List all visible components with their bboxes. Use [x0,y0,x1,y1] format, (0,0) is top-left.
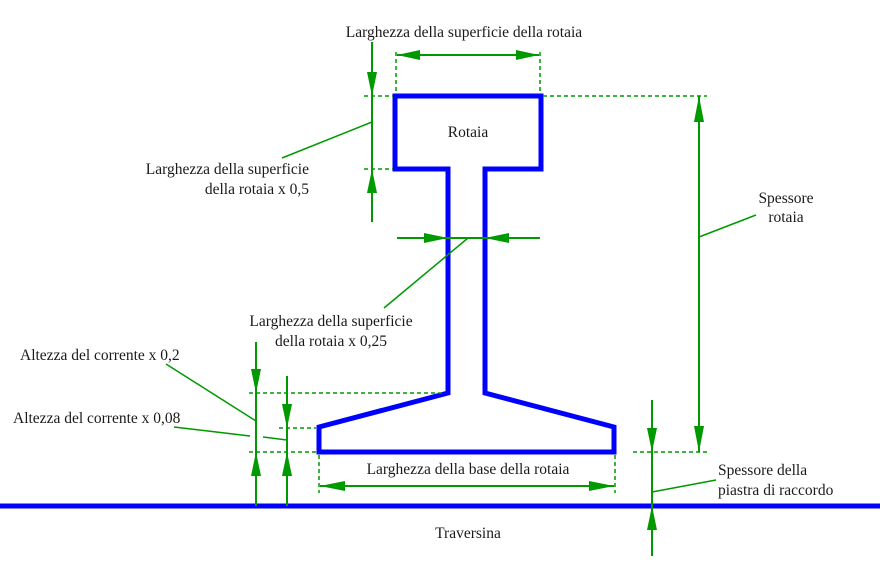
label-rail-height-line2: rotaia [768,209,803,226]
base-width-dimension [318,455,616,493]
head-width-dimension [395,50,541,94]
label-rail-height-line1: Spessore [758,190,813,207]
label-sleeper: Traversina [435,525,501,542]
label-base-width: Larghezza della base della rotaia [367,461,570,478]
pad-thickness-dimension [647,400,717,556]
label-head-height-line1: Larghezza della superficie [146,161,309,178]
rail-height-dimension [543,95,757,453]
label-foot-height-008: Altezza del corrente x 0,08 [13,410,181,427]
label-web-width-line2: della rotaia x 0,25 [275,333,387,350]
label-pad-line2: piastra di raccordo [718,482,834,499]
rail-profile [316,93,617,455]
label-rail: Rotaia [448,124,489,141]
label-pad-line1: Spessore della [718,462,807,479]
label-head-width: Larghezza della superficie della rotaia [346,24,583,41]
head-height-dimension [281,42,393,222]
foot-height-dimensions [165,342,445,506]
label-head-height-line2: della rotaia x 0,5 [205,181,309,198]
label-foot-height-02: Altezza del corrente x 0,2 [20,347,180,364]
label-web-width-line1: Larghezza della superficie [249,313,412,330]
web-width-dimension [383,233,540,309]
